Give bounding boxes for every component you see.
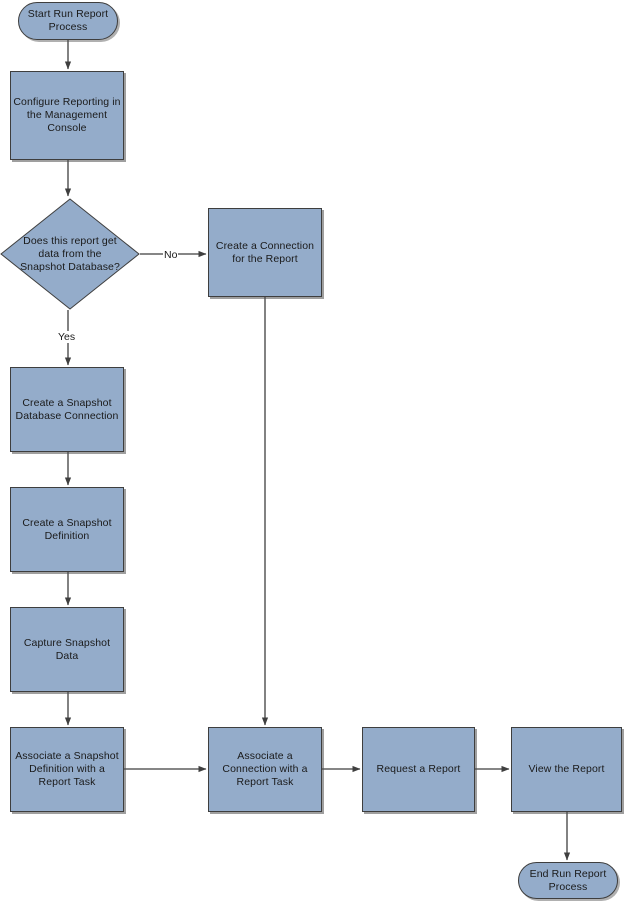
flow-label-no: No: [163, 249, 179, 261]
flow-node-snapshot-db-connection[interactable]: Create a Snapshot Database Connection: [10, 367, 124, 452]
flow-node-label-start: Start Run Report Process: [27, 8, 109, 33]
flow-node-configure[interactable]: Configure Reporting in the Management Co…: [10, 71, 124, 160]
flow-node-label-view-report: View the Report: [528, 763, 605, 775]
flow-node-label-end: End Run Report Process: [529, 867, 607, 893]
flow-node-end[interactable]: End Run Report Process: [518, 862, 618, 899]
flow-label-yes: Yes: [57, 331, 77, 343]
flow-node-snapshot-definition[interactable]: Create a Snapshot Definition: [10, 487, 124, 572]
flow-node-label-decision: Does this report get data from the Snaps…: [20, 234, 120, 273]
flow-node-label-request-report: Request a Report: [376, 763, 461, 775]
flow-node-label-snapshot-definition: Create a Snapshot Definition: [22, 516, 112, 542]
flow-node-associate-snapshot[interactable]: Associate a Snapshot Definition with a R…: [10, 727, 124, 812]
flow-node-label-associate-connection: Associate a Connection with a Report Tas…: [222, 750, 308, 788]
flow-node-capture-snapshot[interactable]: Capture Snapshot Data: [10, 607, 124, 692]
flow-node-request-report[interactable]: Request a Report: [362, 727, 475, 812]
flow-node-decision[interactable]: Does this report get data from the Snaps…: [0, 198, 140, 310]
flow-node-label-capture-snapshot: Capture Snapshot Data: [23, 636, 111, 662]
flow-node-label-configure: Configure Reporting in the Management Co…: [13, 96, 121, 134]
flow-node-associate-connection[interactable]: Associate a Connection with a Report Tas…: [208, 727, 322, 812]
flow-node-start[interactable]: Start Run Report Process: [18, 2, 118, 40]
flow-node-label-create-connection: Create a Connection for the Report: [215, 239, 315, 265]
flow-node-view-report[interactable]: View the Report: [511, 727, 622, 812]
flow-node-create-connection[interactable]: Create a Connection for the Report: [208, 208, 322, 297]
decision-diamond-shape: [0, 198, 140, 310]
flow-node-label-snapshot-db-connection: Create a Snapshot Database Connection: [15, 396, 119, 422]
flow-node-label-associate-snapshot: Associate a Snapshot Definition with a R…: [15, 750, 119, 788]
